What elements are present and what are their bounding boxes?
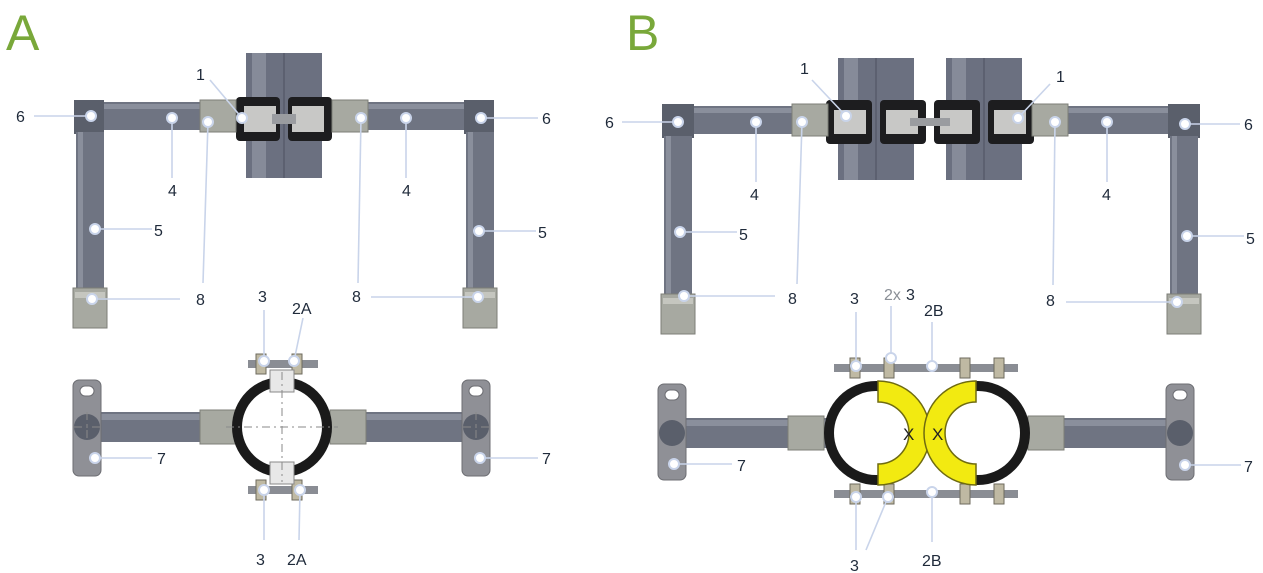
a-label-6-left: 6 [16,109,25,126]
b-insert-mark-left: X [903,425,914,444]
b-label-3-mult: 3 [906,287,915,304]
b-label-4-left: 4 [750,187,759,204]
a-label-5-left: 5 [154,223,163,240]
panel-a-side-view [72,53,498,329]
a-label-8-left: 8 [196,292,205,309]
b-filler-insert-left [877,380,931,486]
a-label-1: 1 [196,67,205,84]
panel-a-letter: A [6,5,40,61]
a-label-7-left: 7 [157,451,166,468]
b-label-6-right: 6 [1244,117,1253,134]
a-label-2A-top: 2A [292,301,312,318]
a-label-7-right: 7 [542,451,551,468]
a-fitting-left [199,99,237,133]
b-label-mult-prefix: 2x [884,287,901,304]
b-label-3-bottom: 3 [850,558,859,573]
b-label-7-right: 7 [1244,459,1253,476]
a-label-6-right: 6 [542,111,551,128]
panel-b-letter: B [626,5,660,61]
callout-marker-icon [236,112,248,124]
a-label-3-top: 3 [258,289,267,306]
panel-b-callouts: 1 1 6 6 4 4 5 5 8 8 3 [605,61,1255,573]
b-insert-mark-right: X [932,425,943,444]
b-label-8-left: 8 [788,291,797,308]
a-label-4-right: 4 [402,183,411,200]
b-filler-insert-right [923,380,977,486]
b-label-2B-bottom: 2B [922,553,942,570]
b-label-3-top: 3 [850,291,859,308]
panel-a-callouts: 1 6 6 4 4 5 5 8 8 3 2A [16,67,551,569]
b-label-5-right: 5 [1246,231,1255,248]
b-label-1-left: 1 [800,61,809,78]
a-label-3-bottom: 3 [256,552,265,569]
a-label-8-right: 8 [352,289,361,306]
panel-b-plan-view: X X [657,357,1195,505]
b-label-8-right: 8 [1046,293,1055,310]
b-label-7-left: 7 [737,458,746,475]
a-label-5-right: 5 [538,225,547,242]
b-label-2B-top: 2B [924,303,944,320]
panel-b-side-view [660,58,1202,335]
b-label-5-left: 5 [739,227,748,244]
a-label-4-left: 4 [168,183,177,200]
a-label-2A-bottom: 2A [287,552,307,569]
b-label-4-right: 4 [1102,187,1111,204]
panel-a-plan-view [72,353,491,501]
b-label-1-right: 1 [1056,69,1065,86]
b-label-6-left: 6 [605,115,614,132]
